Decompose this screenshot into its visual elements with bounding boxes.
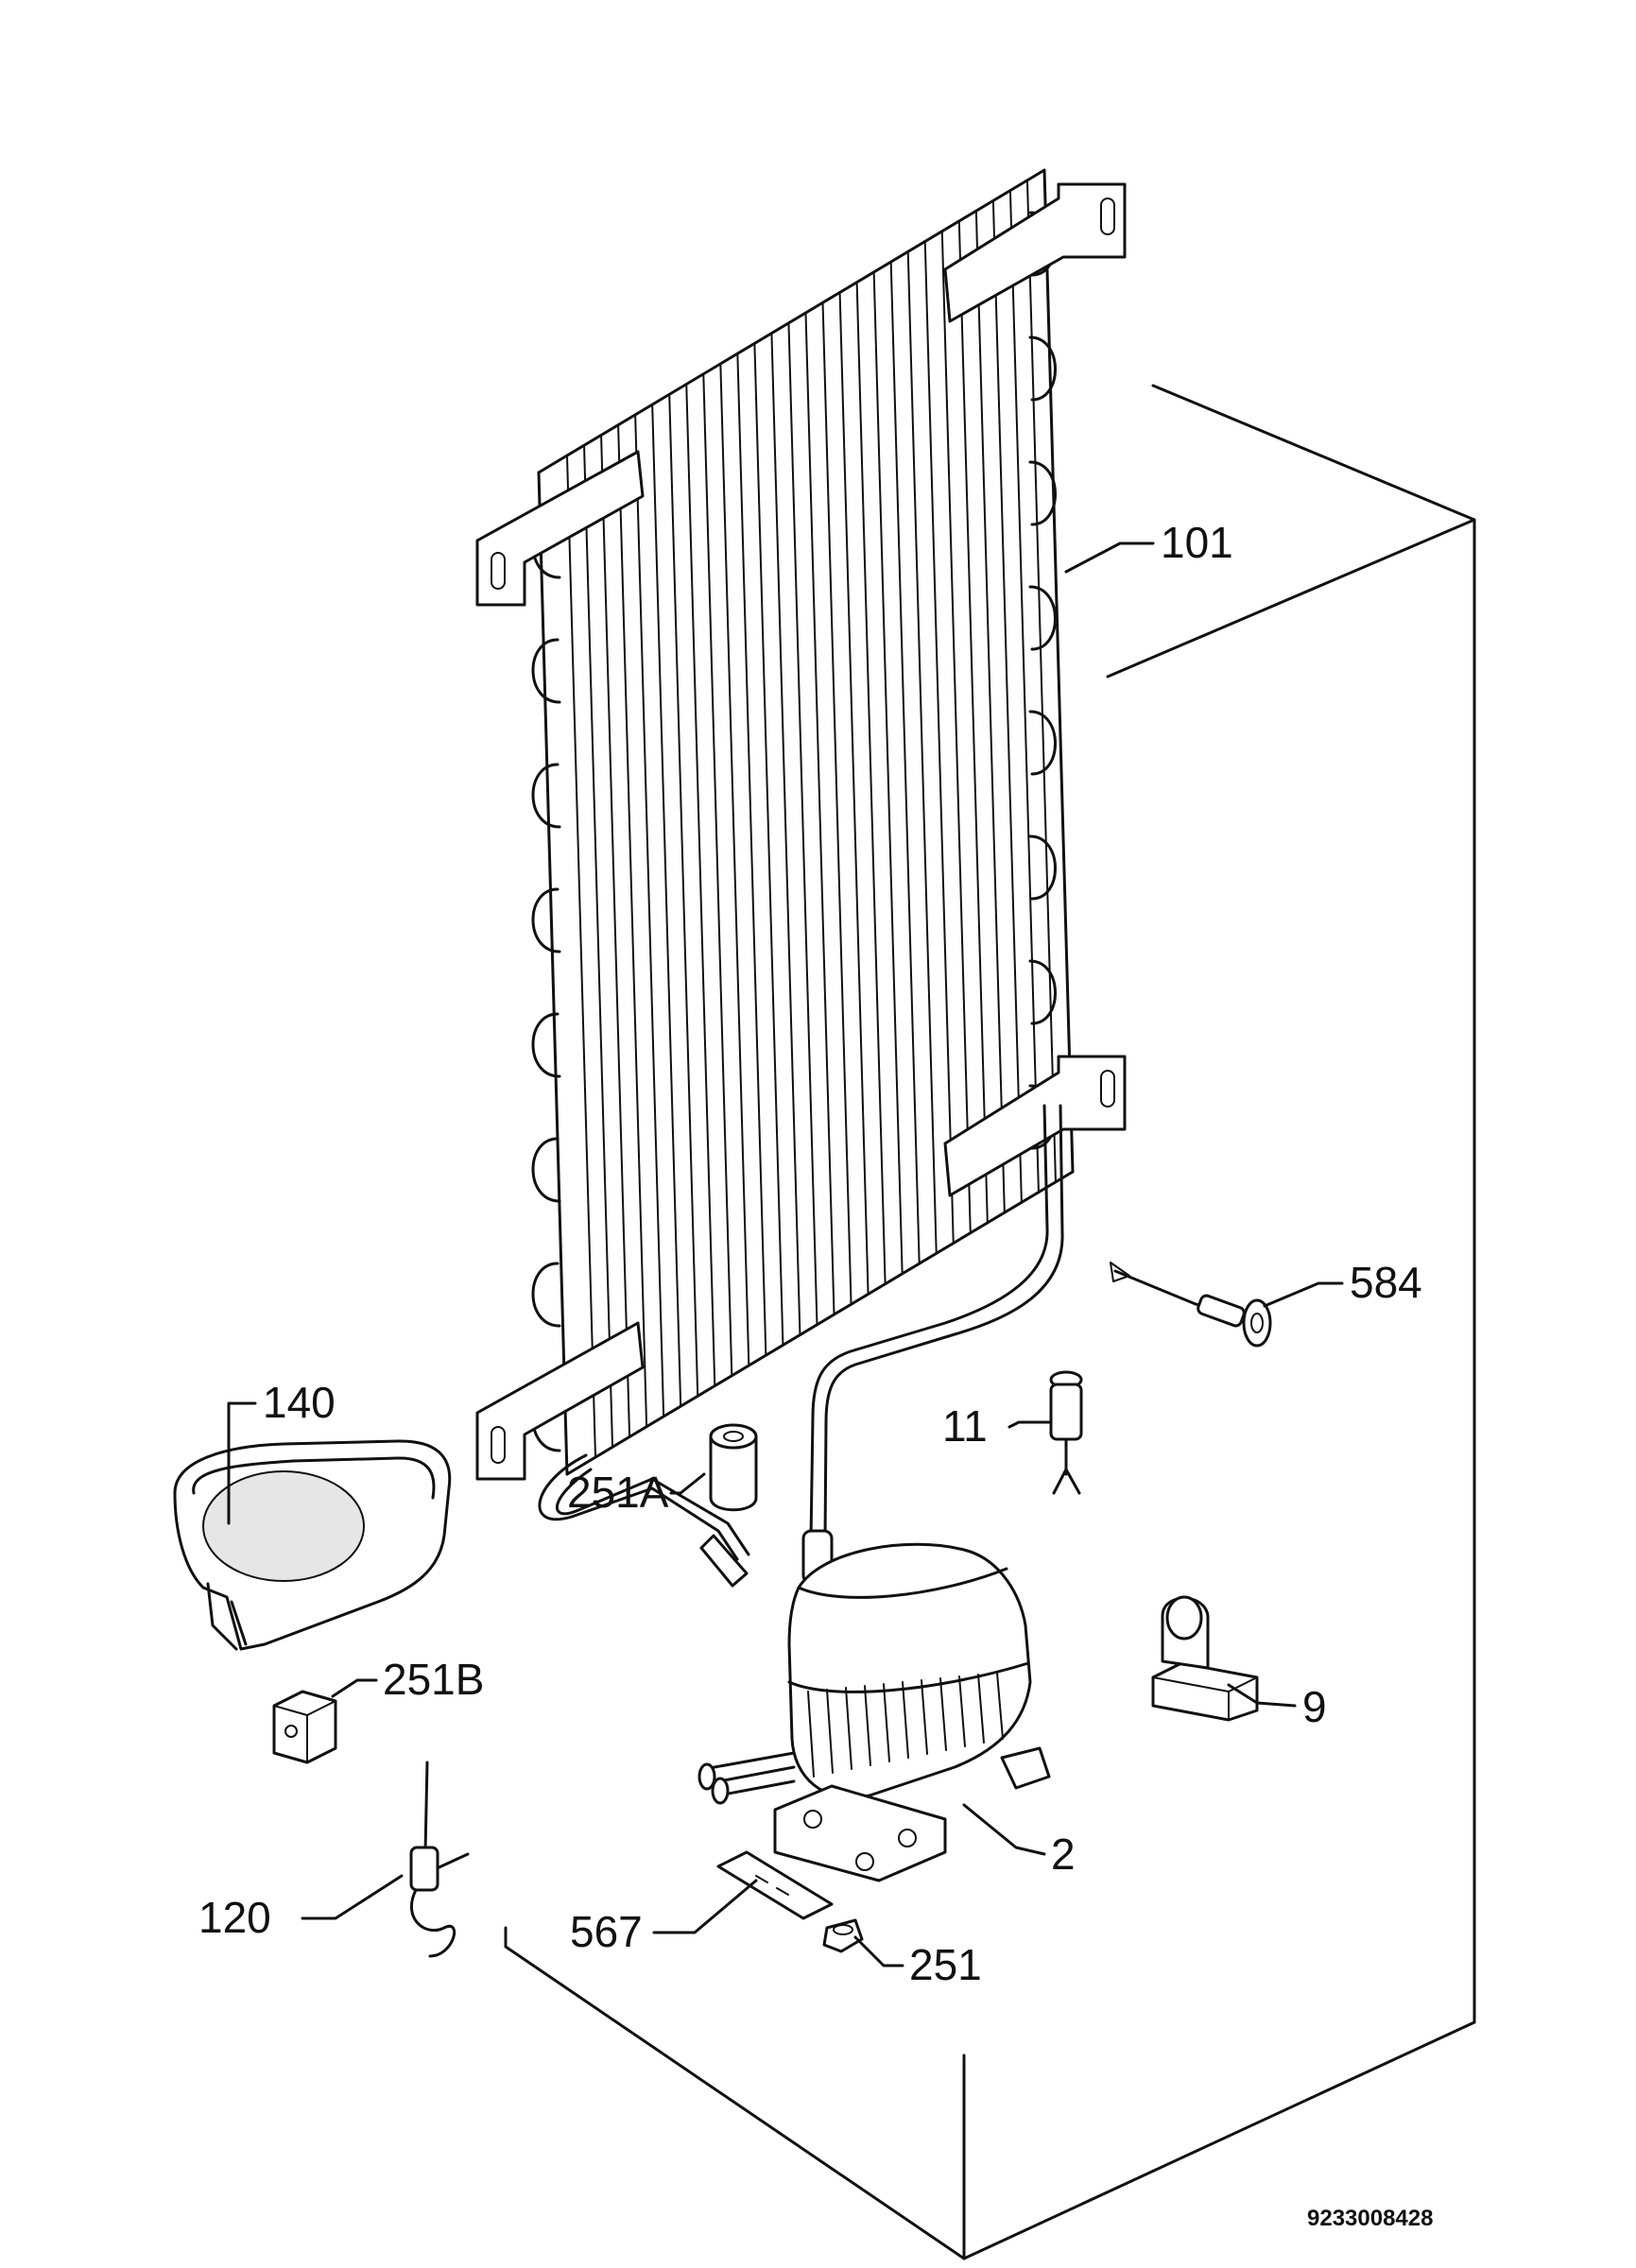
compressor-rib	[845, 1687, 852, 1770]
condenser-grid	[475, 168, 1127, 1588]
coil-bend	[531, 887, 561, 954]
part-251A-grommet	[709, 1423, 758, 1512]
part-251B-clip	[272, 1690, 337, 1764]
compressor-rib	[883, 1683, 890, 1762]
label-101: 101	[1161, 518, 1233, 567]
condenser-wire	[923, 240, 955, 1245]
compressor-rib	[826, 1689, 834, 1774]
bracket-slot	[1100, 1070, 1115, 1108]
reference-number: 9233008428	[1307, 2206, 1433, 2231]
condenser-wire	[906, 250, 938, 1255]
bracket-bottom-right	[943, 1055, 1127, 1197]
condenser-wire	[974, 210, 1006, 1214]
condenser-pipe-right-inner	[823, 1104, 1064, 1542]
condenser-wire	[583, 444, 614, 1449]
condenser-wire	[702, 372, 733, 1377]
part-labels: 101 584 140 11 251A 251B 9 2 120 567 251	[198, 518, 1422, 1989]
compressor-ribs	[807, 1672, 1004, 1778]
bracket-top-right	[943, 182, 1127, 323]
label-567: 567	[570, 1907, 643, 1956]
coil-bend	[1028, 710, 1057, 776]
coil-bend	[1028, 460, 1057, 526]
condenser-pipe-left-inner	[555, 1468, 750, 1556]
condenser-wire	[889, 261, 921, 1265]
bracket-slot	[491, 1426, 506, 1464]
part-251-nut	[822, 1918, 864, 1953]
condenser-vertical-wires	[566, 169, 1074, 1458]
coil-bend	[1028, 834, 1057, 901]
condenser-wire	[787, 321, 818, 1326]
condenser-wire	[566, 455, 596, 1458]
condenser-wire	[991, 199, 1023, 1204]
compressor-rib	[921, 1679, 928, 1755]
condenser-pipe-right	[809, 1104, 1049, 1542]
compressor-rib	[864, 1685, 871, 1766]
condenser-wire	[1008, 189, 1040, 1194]
label-2: 2	[1051, 1830, 1076, 1879]
label-584: 584	[1350, 1258, 1422, 1307]
compressor-rib	[996, 1672, 1004, 1740]
coil-bend	[1028, 585, 1057, 651]
label-251A: 251A	[567, 1468, 669, 1517]
coil-bend	[531, 638, 561, 704]
part-9-starter	[1151, 1595, 1259, 1722]
label-9: 9	[1302, 1682, 1327, 1731]
condenser-wire	[600, 434, 631, 1438]
condenser-wire	[668, 393, 699, 1398]
condenser-wire	[1043, 169, 1074, 1173]
bracket-top-left	[475, 450, 645, 607]
condenser-wire	[804, 312, 835, 1315]
part-584-sensor	[1110, 1262, 1272, 1348]
condenser-pipe-left	[538, 1453, 739, 1561]
condenser-wire	[685, 383, 716, 1387]
compressor-rib	[902, 1681, 909, 1759]
part-2-compressor	[697, 1542, 1051, 1882]
compressor-rib	[939, 1677, 947, 1751]
part-567-plate	[716, 1850, 834, 1920]
label-11: 11	[942, 1401, 988, 1451]
condenser-wire	[855, 281, 887, 1285]
condenser-wire	[821, 301, 852, 1306]
condenser-wire	[838, 291, 870, 1296]
label-140: 140	[263, 1378, 336, 1427]
condenser-wire	[719, 362, 750, 1366]
condenser-wire	[940, 230, 972, 1234]
coil-bend	[1028, 959, 1057, 1025]
coil-bend	[531, 763, 561, 829]
compressor-rib	[958, 1675, 966, 1747]
coil-bend	[1028, 335, 1057, 402]
bracket-slot	[1100, 198, 1115, 235]
condenser-wire	[651, 404, 682, 1408]
condenser-wire	[872, 270, 904, 1275]
condenser-wire	[753, 342, 784, 1347]
part-11-component	[1049, 1370, 1083, 1495]
label-251B: 251B	[383, 1655, 484, 1704]
bracket-slot	[491, 552, 506, 590]
condenser-wire	[1025, 179, 1057, 1183]
condenser-wire	[634, 413, 665, 1418]
condenser-left-coils	[531, 513, 561, 1452]
label-251: 251	[909, 1940, 982, 1989]
condenser-wire	[957, 219, 989, 1224]
condenser-wire	[736, 352, 767, 1357]
leader-lines	[227, 541, 1344, 1967]
pipe-end-left	[699, 1534, 749, 1588]
bracket-bottom-left	[475, 1321, 645, 1481]
coil-bend	[531, 1262, 561, 1328]
label-120: 120	[198, 1893, 271, 1942]
condenser-wire	[770, 332, 801, 1336]
part-120-sensor	[409, 1761, 470, 1958]
cabinet-outline	[504, 384, 1476, 2260]
coil-bend	[531, 1012, 561, 1078]
compressor-rib	[807, 1691, 815, 1778]
part-140-drip-tray	[173, 1439, 452, 1651]
condenser-wire	[617, 423, 648, 1428]
compressor-rib	[977, 1674, 985, 1744]
coil-bend	[531, 1137, 561, 1203]
